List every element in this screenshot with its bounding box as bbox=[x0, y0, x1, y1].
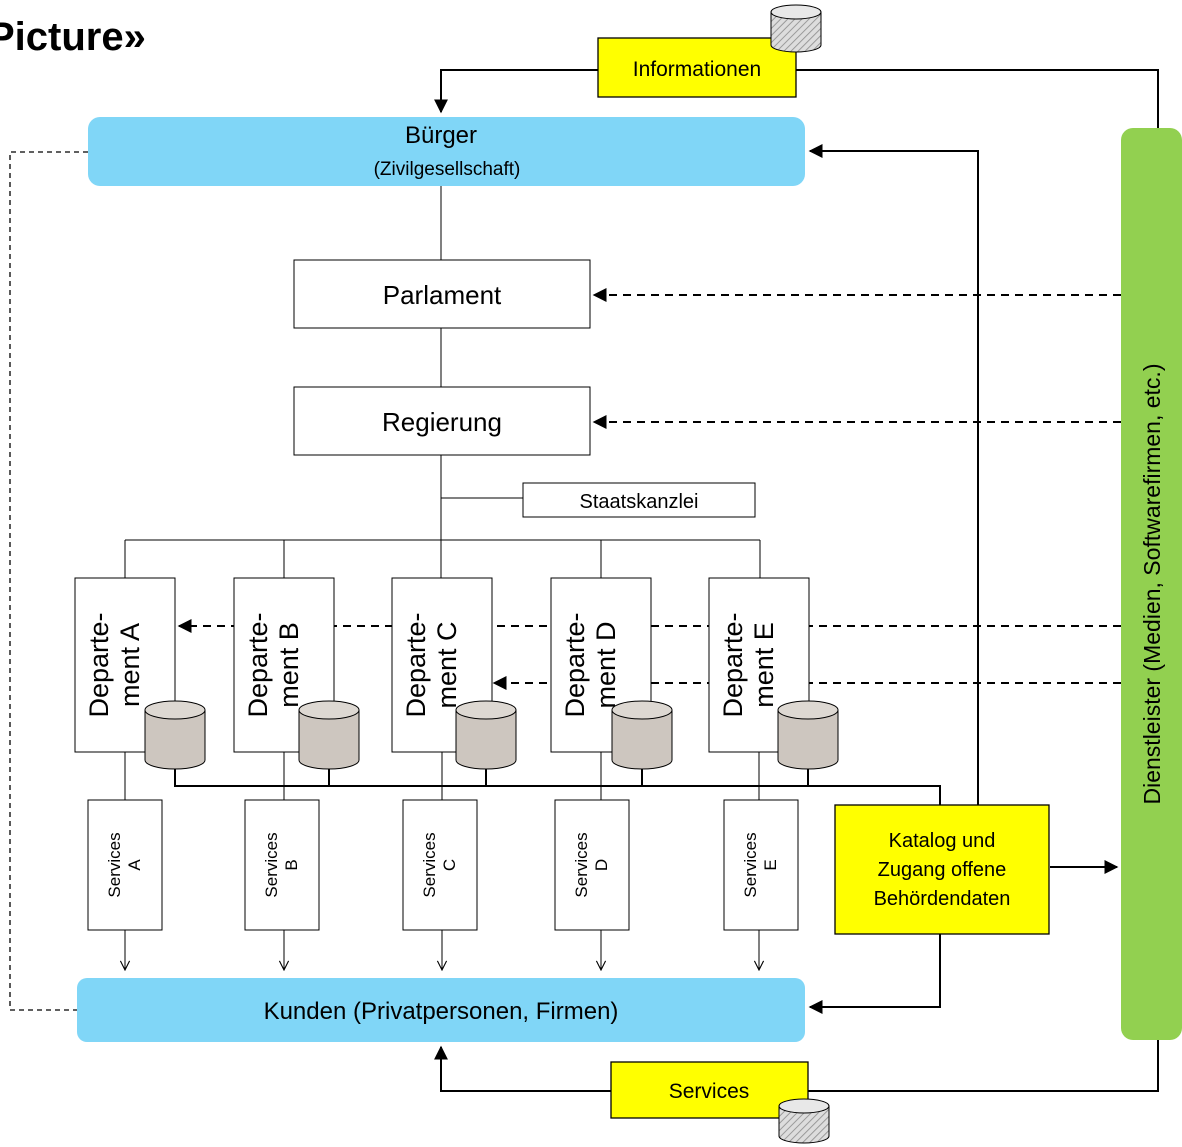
data-bus bbox=[174, 769, 941, 805]
services-label-line2: A bbox=[125, 859, 144, 871]
informationen-flow bbox=[434, 69, 1159, 130]
dienstleister-box bbox=[1121, 128, 1182, 1040]
services-box bbox=[87, 799, 163, 931]
informationen-label: Informationen bbox=[633, 58, 761, 81]
database-icon bbox=[777, 700, 839, 770]
parlament-box bbox=[293, 259, 591, 329]
database-icon bbox=[611, 700, 673, 770]
database-icon bbox=[144, 700, 206, 770]
department-label-line2: ment D bbox=[591, 621, 621, 708]
services-label-line2: B bbox=[282, 859, 301, 870]
data-bus-drops bbox=[328, 769, 809, 786]
services-box bbox=[554, 799, 630, 931]
informationen-box bbox=[597, 37, 797, 98]
department-label-line2: ment C bbox=[432, 621, 462, 708]
katalog-label-line3: Behördendaten bbox=[874, 888, 1011, 910]
buerger-box bbox=[88, 117, 805, 186]
department-d: Departe-ment D bbox=[550, 577, 673, 770]
dashed-link-buerger-kunden bbox=[9, 151, 88, 1011]
department-e: Departe-ment E bbox=[708, 577, 839, 770]
dienstleister-label: Dienstleister (Medien, Softwarefirmen, e… bbox=[1139, 364, 1165, 805]
services-bottom-label: Services bbox=[669, 1080, 750, 1103]
services-box bbox=[244, 799, 320, 931]
database-icon bbox=[298, 700, 360, 770]
regierung-label: Regierung bbox=[382, 407, 502, 437]
department-label-line1: Departe- bbox=[718, 612, 748, 717]
services-label-line1: Services bbox=[741, 832, 760, 897]
kunden-label: Kunden (Privatpersonen, Firmen) bbox=[264, 998, 619, 1025]
staatskanzlei-label: Staatskanzlei bbox=[580, 491, 699, 513]
department-label-line1: Departe- bbox=[560, 612, 590, 717]
services-bottom-box bbox=[610, 1061, 809, 1119]
database-icon bbox=[455, 700, 517, 770]
department-label-line1: Departe- bbox=[401, 612, 431, 717]
parlament-label: Parlament bbox=[383, 280, 502, 310]
department-c: Departe-ment C bbox=[391, 577, 517, 770]
services-label-line1: Services bbox=[572, 832, 591, 897]
services-label-line2: E bbox=[761, 859, 780, 870]
katalog-label-line2: Zugang offene bbox=[878, 859, 1007, 881]
services-label-line2: D bbox=[592, 859, 611, 871]
services-label-line1: Services bbox=[262, 832, 281, 897]
services-label-line1: Services bbox=[420, 832, 439, 897]
department-label-line2: ment E bbox=[749, 622, 779, 708]
staatskanzlei-box bbox=[522, 482, 756, 518]
services-label-line1: Services bbox=[105, 832, 124, 897]
department-label-line1: Departe- bbox=[84, 612, 114, 717]
department-label-line1: Departe- bbox=[243, 612, 273, 717]
services-label-line2: C bbox=[440, 859, 459, 871]
katalog-to-kunden-arrow bbox=[808, 934, 941, 1014]
database-icon-bottom bbox=[778, 1098, 830, 1144]
hierarchy-connectors bbox=[124, 186, 761, 578]
buerger-sublabel: (Zivilgesellschaft) bbox=[374, 159, 521, 180]
page-title: Picture» bbox=[0, 15, 146, 59]
buerger-label: Bürger bbox=[405, 122, 477, 149]
department-b: Departe-ment B bbox=[233, 577, 360, 770]
katalog-box bbox=[834, 804, 1050, 935]
regierung-box bbox=[293, 386, 591, 456]
database-icon-top bbox=[770, 4, 822, 53]
katalog-to-buerger-arrow bbox=[808, 144, 979, 805]
department-label-line2: ment A bbox=[115, 623, 145, 707]
services-box bbox=[723, 799, 799, 931]
kunden-box bbox=[77, 978, 805, 1042]
katalog-label-line1: Katalog und bbox=[889, 830, 996, 852]
department-label-line2: ment B bbox=[274, 622, 304, 708]
services-flow-bottom bbox=[434, 1040, 1159, 1092]
services-box bbox=[402, 799, 478, 931]
department-a: Departe-ment A bbox=[74, 577, 206, 770]
